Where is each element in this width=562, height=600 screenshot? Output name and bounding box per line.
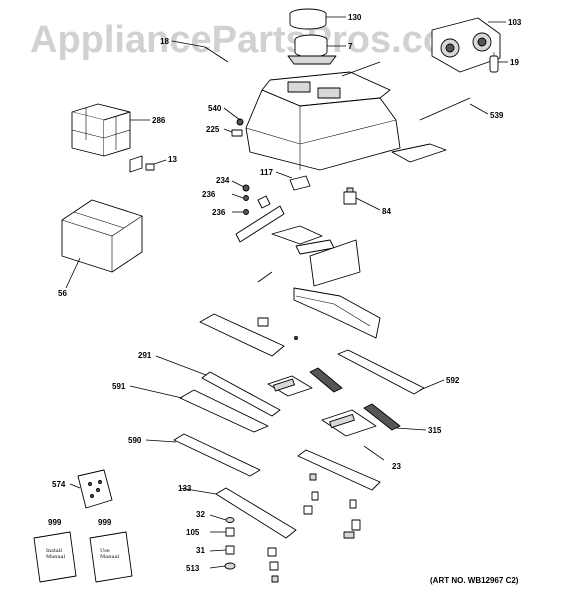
label-592: 592 [446, 376, 460, 385]
lamp-frame-b [321, 409, 377, 437]
part-591-rail [179, 389, 269, 433]
label-133: 133 [178, 484, 192, 493]
manual-left-line2: Manual [46, 554, 66, 560]
filter-tray [293, 287, 381, 339]
part-18-rod [204, 46, 229, 63]
part-103-blower [431, 17, 501, 73]
part-23-rail [297, 449, 381, 491]
label-84: 84 [382, 207, 391, 216]
part-19-capacitor [489, 52, 499, 73]
small-panel [235, 205, 285, 243]
label-32: 32 [196, 510, 205, 519]
label-225: 225 [206, 125, 220, 134]
knobs-bottom [267, 547, 279, 583]
part-590-rail [173, 433, 261, 477]
label-539: 539 [490, 111, 504, 120]
label-513: 513 [186, 564, 200, 573]
label-286: 286 [152, 116, 166, 125]
part-574-hardware-bag [77, 469, 113, 509]
label-236-b: 236 [212, 208, 226, 217]
knobs-right [303, 473, 361, 539]
leader-lines [65, 16, 508, 569]
part-234-nut [242, 184, 250, 192]
label-18: 18 [160, 37, 169, 46]
part-117-clip [289, 175, 311, 191]
part-133-rail [215, 487, 297, 539]
callout-labels: 130 103 18 7 19 540 286 225 539 13 117 2… [48, 13, 522, 573]
label-291: 291 [138, 351, 152, 360]
right-bracket [391, 143, 447, 163]
part-286-frame [71, 103, 131, 157]
label-13: 13 [168, 155, 177, 164]
part-236-screw-b [243, 209, 249, 215]
part-236-screw-a [243, 195, 249, 201]
watermark-text: AppliancePartsPros.com [30, 19, 480, 61]
manual-left-line1: Install [46, 548, 62, 554]
part-592-rail [337, 349, 425, 395]
label-591: 591 [112, 382, 126, 391]
hood-top-rod [341, 61, 381, 77]
label-56: 56 [58, 289, 67, 298]
label-117: 117 [260, 168, 273, 177]
small-rod [257, 271, 273, 283]
part-539-rod [419, 97, 471, 121]
part-315-light-strip [363, 403, 401, 431]
left-rail-upper [199, 313, 285, 357]
part-130-duct-collar [289, 8, 327, 30]
part-56-duct-cover [61, 199, 143, 273]
part-225-plate [231, 129, 243, 137]
hood-body [245, 71, 401, 171]
part-540-screw [236, 118, 244, 126]
label-23: 23 [392, 462, 401, 471]
control-panel [309, 239, 361, 287]
label-7: 7 [348, 42, 353, 51]
art-number: (ART NO. WB12967 C2) [430, 576, 519, 585]
label-315: 315 [428, 426, 442, 435]
label-31: 31 [196, 546, 205, 555]
label-590: 590 [128, 436, 142, 445]
manual-right-line2: Manual [100, 554, 120, 560]
label-574: 574 [52, 480, 66, 489]
small-bracket [257, 195, 271, 209]
label-236-a: 236 [202, 190, 216, 199]
part-7-damper [287, 34, 337, 65]
part-32-knob [225, 517, 235, 523]
part-513-knob [224, 562, 236, 570]
label-130: 130 [348, 13, 362, 22]
rail-bracket [257, 317, 269, 327]
label-19: 19 [510, 58, 519, 67]
manual-right-line1: Use [100, 548, 110, 554]
label-103: 103 [508, 18, 522, 27]
label-999-a: 999 [48, 518, 62, 527]
light-strip-a [309, 367, 343, 393]
part-105-knob [225, 527, 235, 537]
label-105: 105 [186, 528, 200, 537]
part-31-knob [225, 545, 235, 555]
part-291-rail [201, 371, 281, 417]
part-13-bracket [129, 155, 155, 173]
rail-screw [294, 336, 298, 340]
part-999-use-manual: Use Manual [89, 531, 133, 583]
label-999-b: 999 [98, 518, 112, 527]
wiring-bracket [271, 225, 323, 245]
label-540: 540 [208, 104, 222, 113]
part-999-install-manual: Install Manual [33, 531, 77, 583]
label-234: 234 [216, 176, 230, 185]
part-84-switch [343, 187, 357, 205]
